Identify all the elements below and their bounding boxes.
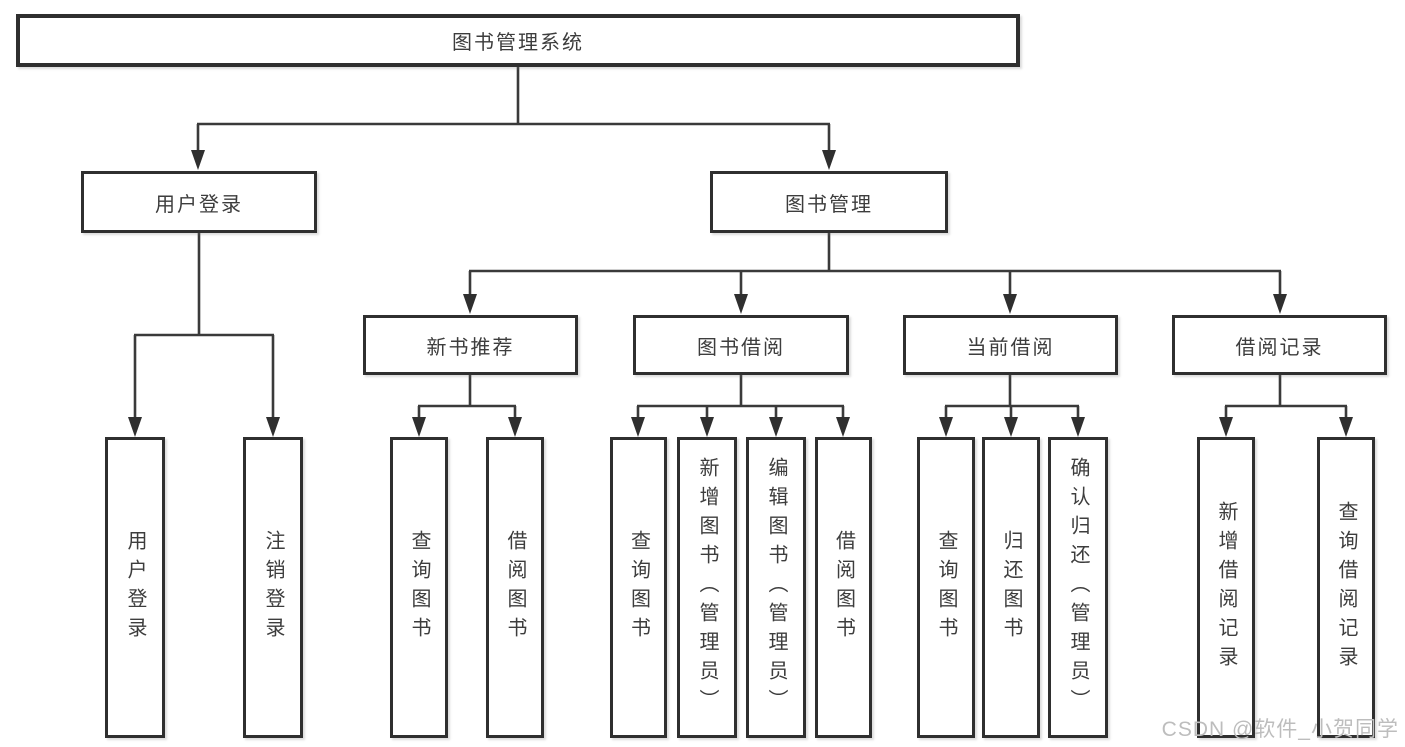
leaf-label: 归还图书 (1000, 529, 1022, 646)
node-root-library-system: 图书管理系统 (16, 14, 1020, 67)
leaf-label: 查询图书 (935, 529, 957, 646)
leaf-confirm-return-admin: 确认归还（管理员） (1048, 437, 1108, 738)
node-borrow-records: 借阅记录 (1172, 315, 1387, 375)
leaf-label: 借阅图书 (832, 529, 855, 646)
leaf-return-books: 归还图书 (982, 437, 1040, 738)
leaf-query-books-borrow: 查询图书 (610, 437, 667, 738)
node-current-borrow: 当前借阅 (903, 315, 1118, 375)
leaf-label: 用户登录 (124, 529, 146, 646)
node-book-management-branch: 图书管理 (710, 171, 948, 233)
leaf-query-books-recommend: 查询图书 (390, 437, 448, 738)
leaf-label: 借阅图书 (504, 529, 526, 646)
node-new-book-recommend: 新书推荐 (363, 315, 578, 375)
leaf-label: 查询图书 (627, 529, 650, 646)
leaf-label: 注销登录 (262, 529, 284, 646)
leaf-borrow-books: 借阅图书 (815, 437, 872, 738)
leaf-label: 查询借阅记录 (1335, 500, 1357, 675)
leaf-query-borrow-record: 查询借阅记录 (1317, 437, 1375, 738)
leaf-label: 编辑图书（管理员） (765, 457, 787, 718)
leaf-user-login: 用户登录 (105, 437, 165, 738)
leaf-query-books-current: 查询图书 (917, 437, 975, 738)
leaf-label: 新增图书（管理员） (696, 457, 718, 718)
node-user-login-branch: 用户登录 (81, 171, 317, 233)
leaf-borrow-books-recommend: 借阅图书 (486, 437, 544, 738)
leaf-label: 确认归还（管理员） (1067, 457, 1089, 718)
node-book-borrow: 图书借阅 (633, 315, 849, 375)
leaf-edit-books-admin: 编辑图书（管理员） (746, 437, 806, 738)
leaf-add-borrow-record: 新增借阅记录 (1197, 437, 1255, 738)
leaf-label: 新增借阅记录 (1215, 500, 1237, 675)
leaf-label: 查询图书 (408, 529, 430, 646)
leaf-add-books-admin: 新增图书（管理员） (677, 437, 737, 738)
leaf-logout: 注销登录 (243, 437, 303, 738)
